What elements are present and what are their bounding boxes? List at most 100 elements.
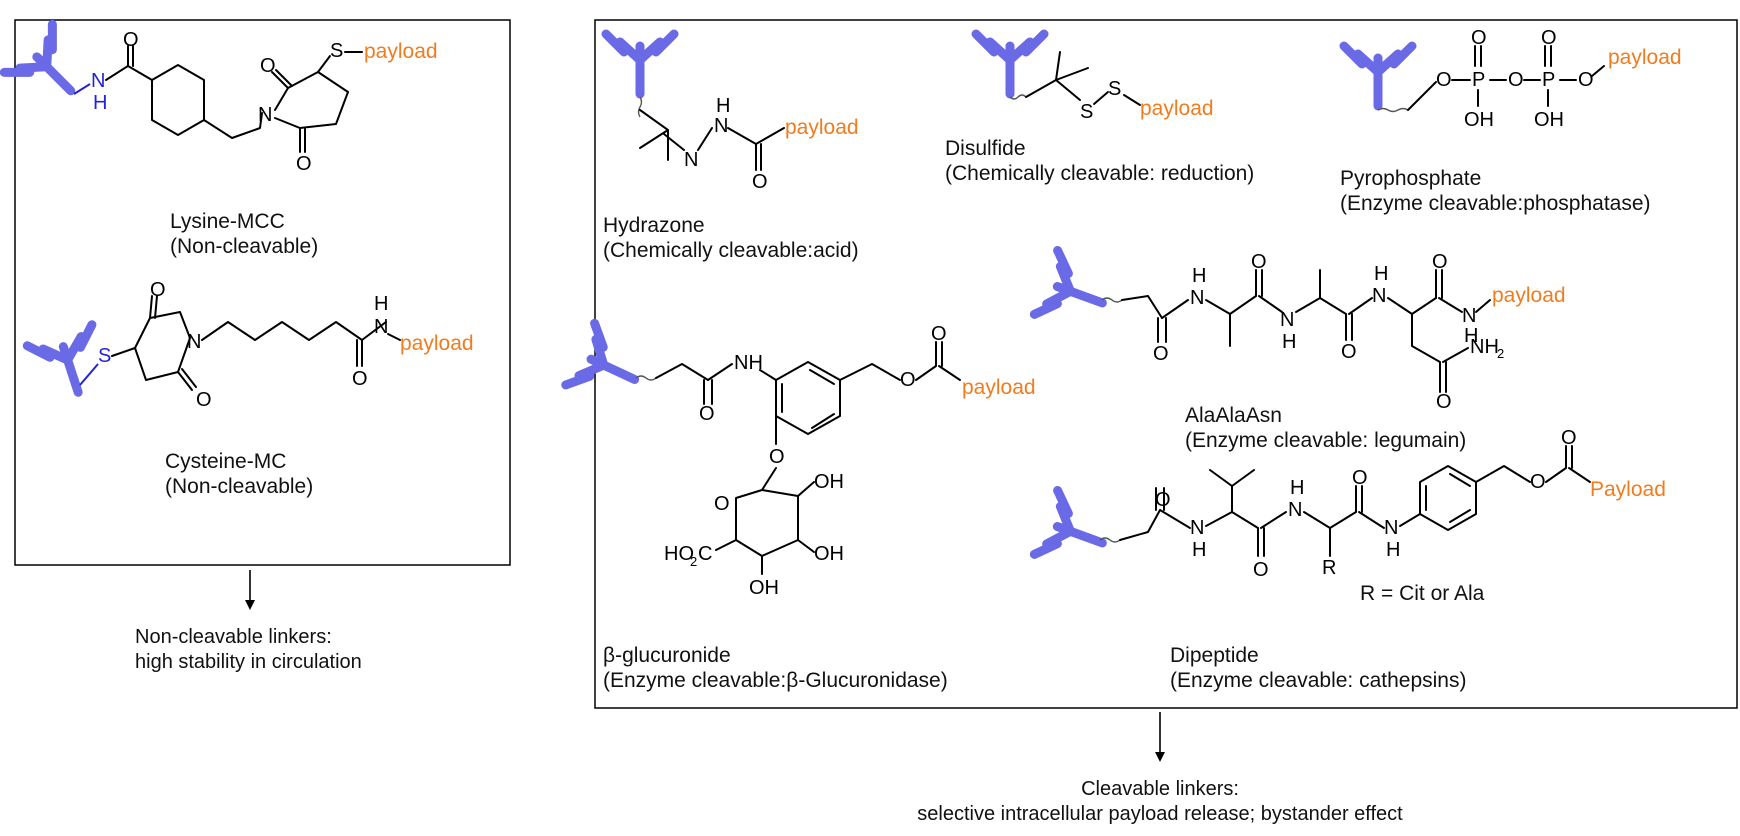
carbonyl-oxygen: O: [931, 323, 947, 345]
carbonyl-oxygen: O: [123, 29, 139, 51]
pyrophosphate-structure: O P O OH O P O OH O payload: [1344, 27, 1682, 131]
bonds: [1205, 295, 1257, 347]
bonds: [1119, 487, 1165, 541]
bonds: [1161, 299, 1189, 319]
hydrazone-type: (Chemically cleavable:acid): [603, 239, 859, 262]
wavy-bond: [1377, 107, 1409, 113]
dipeptide-r-group-note: R = Cit or Ala: [1360, 582, 1485, 605]
payload-label: payload: [1140, 97, 1214, 120]
amide-hydrogen: H: [1386, 539, 1400, 561]
bonds: [1358, 511, 1385, 529]
cysteine-mc-type: (Non-cleavable): [165, 475, 313, 498]
non-cleavable-panel: [14, 19, 511, 566]
non-cleavable-summary-line1: Non-cleavable linkers:: [135, 626, 332, 648]
hydroxyl-group: OH: [749, 577, 779, 599]
thioether-sulfur: S: [98, 345, 111, 367]
amide-subscript: 2: [1497, 346, 1504, 361]
carbonyl-oxygen: O: [1432, 251, 1448, 273]
bonds: [1407, 81, 1437, 111]
antibody-icon: [1344, 46, 1412, 106]
amide-nh-group: NH: [734, 352, 763, 374]
bonds: [105, 45, 153, 81]
bonds: [1474, 45, 1482, 67]
carbonyl-oxygen: O: [196, 389, 212, 411]
dipeptide-type: (Enzyme cleavable: cathepsins): [1170, 669, 1466, 692]
pyrophosphate-name: Pyrophosphate: [1340, 167, 1481, 190]
carboxyl-ho: HO: [664, 543, 694, 565]
hexyl-chain: [201, 321, 387, 341]
bonds: [697, 127, 713, 151]
sulfur-atom: S: [1080, 101, 1093, 123]
dipeptide-name: Dipeptide: [1170, 644, 1259, 667]
hydroxyl-group: OH: [1534, 109, 1564, 131]
carbonyl-oxygen: O: [1561, 427, 1577, 449]
antibody-icon: [1034, 250, 1114, 334]
bonds: [1591, 65, 1605, 77]
bonds: [1544, 45, 1552, 67]
bonds: [1205, 469, 1259, 529]
amide-nitrogen: N: [91, 70, 105, 92]
payload-label: payload: [962, 376, 1036, 399]
lysine-mcc-structure: N H O N O O S payload: [4, 24, 438, 175]
bonds: [655, 363, 713, 405]
bonds: [1295, 269, 1347, 315]
amide-hydrogen: H: [1192, 539, 1206, 561]
r-group: R: [1322, 557, 1336, 579]
cysteine-mc-name: Cysteine-MC: [165, 450, 286, 473]
bonds: [387, 333, 401, 341]
amide-hydrogen: H: [1374, 263, 1388, 285]
bonds: [1399, 513, 1421, 527]
payload-label: Payload: [1590, 478, 1666, 501]
benzene-ring: [1419, 465, 1477, 531]
antibody-icon: [4, 24, 95, 115]
carboxyl-carbon: C: [698, 543, 712, 565]
cysteine-mc-structure: S O O N O H N payload: [27, 279, 474, 411]
carbonyl-oxygen: O: [1153, 343, 1169, 365]
disulfide-type: (Chemically cleavable: reduction): [945, 162, 1254, 185]
carbonyl-oxygen: O: [699, 403, 715, 425]
bonds: [797, 539, 815, 553]
bonds: [1475, 465, 1531, 483]
phosphorus-atom: P: [1542, 69, 1555, 91]
ester-oxygen: O: [1436, 69, 1452, 91]
wavy-bond: [1101, 297, 1123, 303]
hydroxyl-group: OH: [814, 543, 844, 565]
bonds: [1475, 299, 1491, 313]
amide-nitrogen: N: [1288, 499, 1302, 521]
bonds: [707, 363, 733, 381]
bonds: [639, 109, 685, 161]
carboxyl-subscript: 2: [690, 554, 697, 569]
bonds: [727, 127, 785, 171]
thioether-sulfur: S: [330, 40, 343, 62]
phosphoryl-oxygen: O: [1541, 27, 1557, 49]
bond: [73, 83, 91, 95]
bonds: [111, 347, 136, 357]
amide-nitrogen: N: [374, 316, 388, 338]
bonds: [1123, 94, 1141, 106]
cyclohexane-ring: [151, 64, 205, 136]
benzene-ring: [775, 361, 841, 435]
alaalaasn-name: AlaAlaAsn: [1185, 404, 1282, 427]
bonds: [1303, 511, 1357, 557]
hydrazone-name: Hydrazone: [603, 214, 705, 237]
alaalaasn-type: (Enzyme cleavable: legumain): [1185, 429, 1466, 452]
bonds: [177, 368, 197, 391]
carbonyl-oxygen: O: [1253, 559, 1269, 581]
bonds: [1345, 313, 1353, 341]
amide-hydrogen: H: [1464, 325, 1478, 347]
payload-label: payload: [364, 40, 438, 63]
bonds: [1025, 51, 1089, 101]
amide-nitrogen: N: [1190, 287, 1204, 309]
wavy-bond: [635, 375, 657, 381]
bonds: [1387, 297, 1469, 393]
bonds: [1258, 295, 1283, 313]
bonds: [797, 481, 815, 497]
payload-label: payload: [1492, 284, 1566, 307]
amide-hydrogen: H: [374, 293, 388, 315]
bonds: [149, 295, 158, 319]
antibody-icon: [1034, 490, 1114, 574]
bonds: [1093, 91, 1109, 105]
bonds: [759, 369, 777, 381]
hydroxyl-group: OH: [814, 471, 844, 493]
ester-oxygen: O: [1530, 471, 1546, 493]
